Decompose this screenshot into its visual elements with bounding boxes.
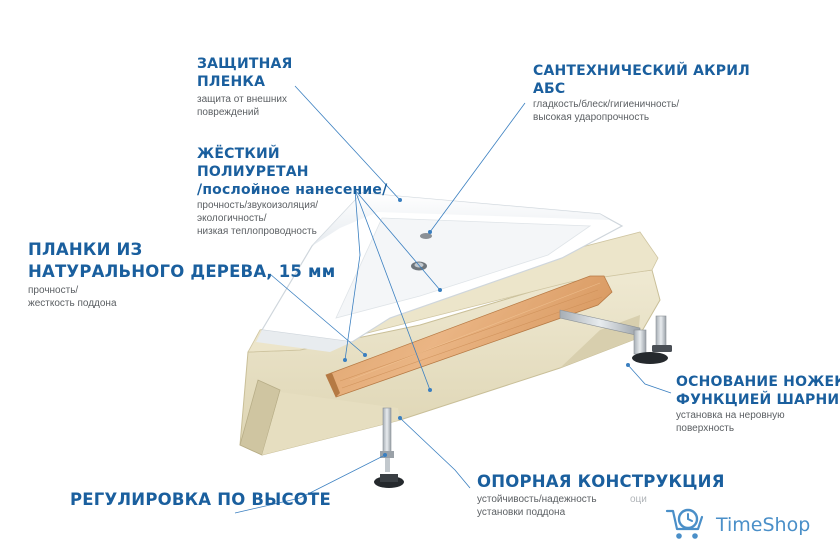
clock-cart-icon <box>665 508 704 539</box>
film-desc-line: повреждений <box>197 107 260 118</box>
overflow-hole-icon <box>420 233 432 239</box>
support-faint-text: оци <box>630 494 647 505</box>
support-title: ОПОРНАЯ КОНСТРУКЦИЯ <box>477 471 725 493</box>
film-title-line: ЗАЩИТНАЯ <box>197 56 293 72</box>
legs-base-desc-line: установка на неровную <box>676 410 785 421</box>
film-title-line: ПЛЕНКА <box>197 74 266 90</box>
wood-plank <box>325 275 613 398</box>
acrylic-title-line: САНТЕХНИЧЕСКИЙ АКРИЛ <box>533 63 750 79</box>
support-desc-line: установки поддона <box>477 507 566 518</box>
planks-desc: прочность/ жесткость поддона <box>28 284 117 310</box>
planks-desc-line: жесткость поддона <box>28 298 117 309</box>
film-title: ЗАЩИТНАЯ ПЛЕНКА <box>197 55 293 91</box>
brand-badge: TimeShop <box>664 505 810 545</box>
leader-lines <box>234 85 672 514</box>
support-title-line: ОПОРНАЯ КОНСТРУКЦИЯ <box>477 472 725 491</box>
polyurethane-title-line: ПОЛИУРЕТАН <box>197 164 309 180</box>
acrylic-tray <box>256 192 624 352</box>
acrylic-desc: гладкость/блеск/гигиеничность/ высокая у… <box>533 98 679 124</box>
film-desc-line: защита от внешних <box>197 94 287 105</box>
support-frame <box>374 309 672 488</box>
planks-title-line: ПЛАНКИ ИЗ <box>28 240 143 259</box>
height-title-line: РЕГУЛИРОВКА ПО ВЫСОТЕ <box>70 490 331 509</box>
acrylic-title-line: АБС <box>533 81 566 97</box>
polyurethane-desc: прочность/звукоизоляция/ экологичность/ … <box>197 199 318 238</box>
polyurethane-desc-line: экологичность/ <box>197 213 267 224</box>
leader-dots <box>343 198 630 457</box>
acrylic-title: САНТЕХНИЧЕСКИЙ АКРИЛ АБС <box>533 62 750 98</box>
polyurethane-desc-line: прочность/звукоизоляция/ <box>197 200 319 211</box>
film-desc: защита от внешних повреждений <box>197 93 287 119</box>
legs-base-desc-line: поверхность <box>676 423 735 434</box>
height-title: РЕГУЛИРОВКА ПО ВЫСОТЕ <box>70 489 331 511</box>
planks-title-line: НАТУРАЛЬНОГО ДЕРЕВА, 15 мм <box>28 262 336 281</box>
brand-name: TimeShop <box>716 514 811 536</box>
legs-base-title-line: ОСНОВАНИЕ НОЖЕК С <box>676 374 840 390</box>
polyurethane-title-line: /послойное нанесение/ <box>197 182 388 198</box>
planks-desc-line: прочность/ <box>28 285 79 296</box>
support-desc: устойчивость/надежность установки поддон… <box>477 493 597 519</box>
legs-base-title: ОСНОВАНИЕ НОЖЕК С ФУНКЦИЕЙ ШАРНИРА <box>676 373 840 409</box>
polyurethane-title-line: ЖЁСТКИЙ <box>197 146 280 162</box>
acrylic-desc-line: высокая ударопрочность <box>533 112 650 123</box>
polyurethane-desc-line: низкая теплопроводность <box>197 226 317 237</box>
support-desc-line: устойчивость/надежность <box>477 494 597 505</box>
planks-title: ПЛАНКИ ИЗ НАТУРАЛЬНОГО ДЕРЕВА, 15 мм <box>28 239 335 283</box>
acrylic-desc-line: гладкость/блеск/гигиеничность/ <box>533 99 680 110</box>
legs-base-title-line: ФУНКЦИЕЙ ШАРНИРА <box>676 392 840 408</box>
legs-base-desc: установка на неровную поверхность <box>676 409 785 435</box>
polyurethane-title: ЖЁСТКИЙ ПОЛИУРЕТАН /послойное нанесение/ <box>197 145 387 199</box>
